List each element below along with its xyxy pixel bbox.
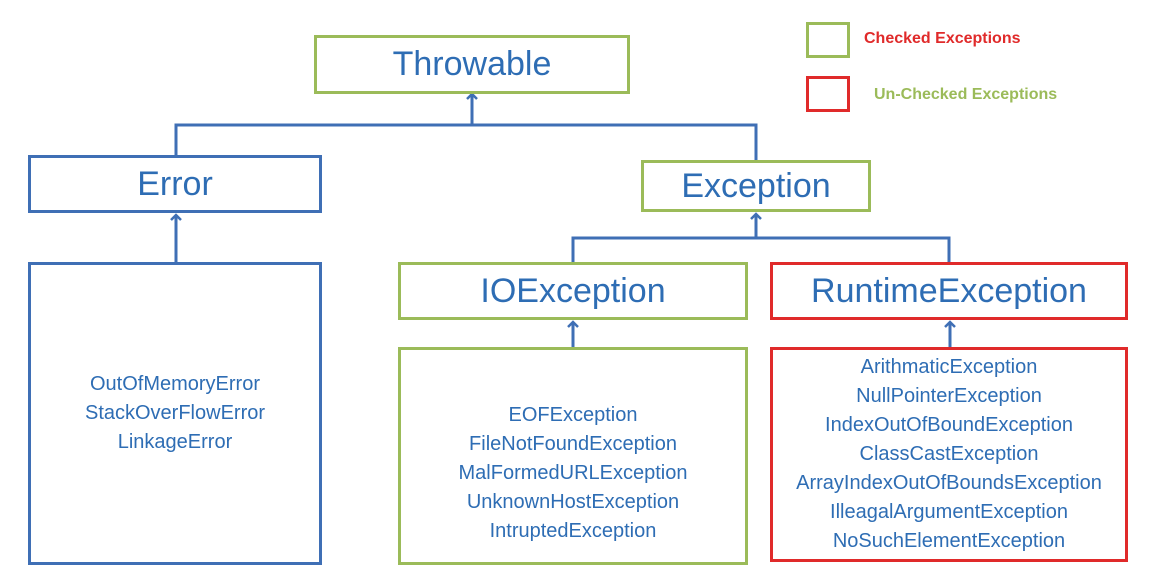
list-item: NullPointerException [856,385,1042,407]
list-item: ArrayIndexOutOfBoundsException [796,472,1102,494]
error-subclass-list: OutOfMemoryError StackOverFlowError Link… [85,370,265,457]
connector-runtime-exception [756,236,951,262]
legend-unchecked-swatch [806,76,850,112]
runtime-subclass-list: ArithmaticException NullPointerException… [796,353,1102,556]
connector-exception [472,123,758,160]
io-exception-node: IOException [398,262,748,320]
io-exception-label: IOException [480,271,666,310]
runtime-exception-node: RuntimeException [770,262,1128,320]
list-item: StackOverFlowError [84,402,266,424]
exception-label: Exception [681,166,831,205]
error-node: Error [28,155,322,213]
runtime-subclass-box: ArithmaticException NullPointerException… [770,347,1128,562]
error-label: Error [137,164,213,203]
legend-checked-label: Checked Exceptions [864,30,1021,47]
list-item: FileNotFoundException [469,432,677,455]
list-item: MalFormedURLException [458,461,688,484]
error-subclass-box: OutOfMemoryError StackOverFlowError Link… [28,262,322,565]
runtime-exception-label: RuntimeException [811,271,1087,310]
list-item: NoSuchElementException [832,530,1066,552]
throwable-node: Throwable [314,35,630,94]
throwable-label: Throwable [392,45,552,83]
io-subclass-list: EOFException FileNotFoundException MalFo… [459,401,688,546]
list-item: EOFException [508,403,638,426]
exception-node: Exception [641,160,871,212]
connector-io-exception [571,236,756,262]
list-item: LinkageError [117,431,233,453]
list-item: ClassCastException [859,443,1039,465]
list-item: ArithmaticException [860,356,1038,378]
list-item: IntruptedException [489,519,657,542]
list-item: OutOfMemoryError [89,373,261,395]
connector-error [174,123,472,155]
legend-unchecked-label: Un-Checked Exceptions [874,86,1058,103]
legend-checked-swatch [806,22,850,58]
io-subclass-box: EOFException FileNotFoundException MalFo… [398,347,748,565]
list-item: UnknownHostException [466,490,680,513]
list-item: IndexOutOfBoundException [825,414,1073,436]
list-item: IlleagalArgumentException [830,501,1068,523]
